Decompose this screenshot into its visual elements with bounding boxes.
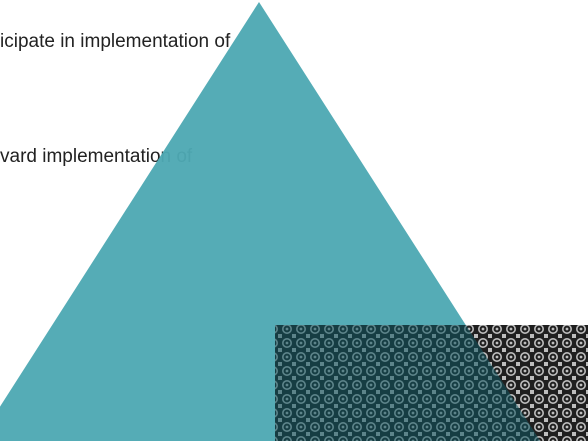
body-text-line: icipate in implementation of	[0, 31, 231, 52]
body-text-line: vard implementation of	[0, 146, 193, 167]
